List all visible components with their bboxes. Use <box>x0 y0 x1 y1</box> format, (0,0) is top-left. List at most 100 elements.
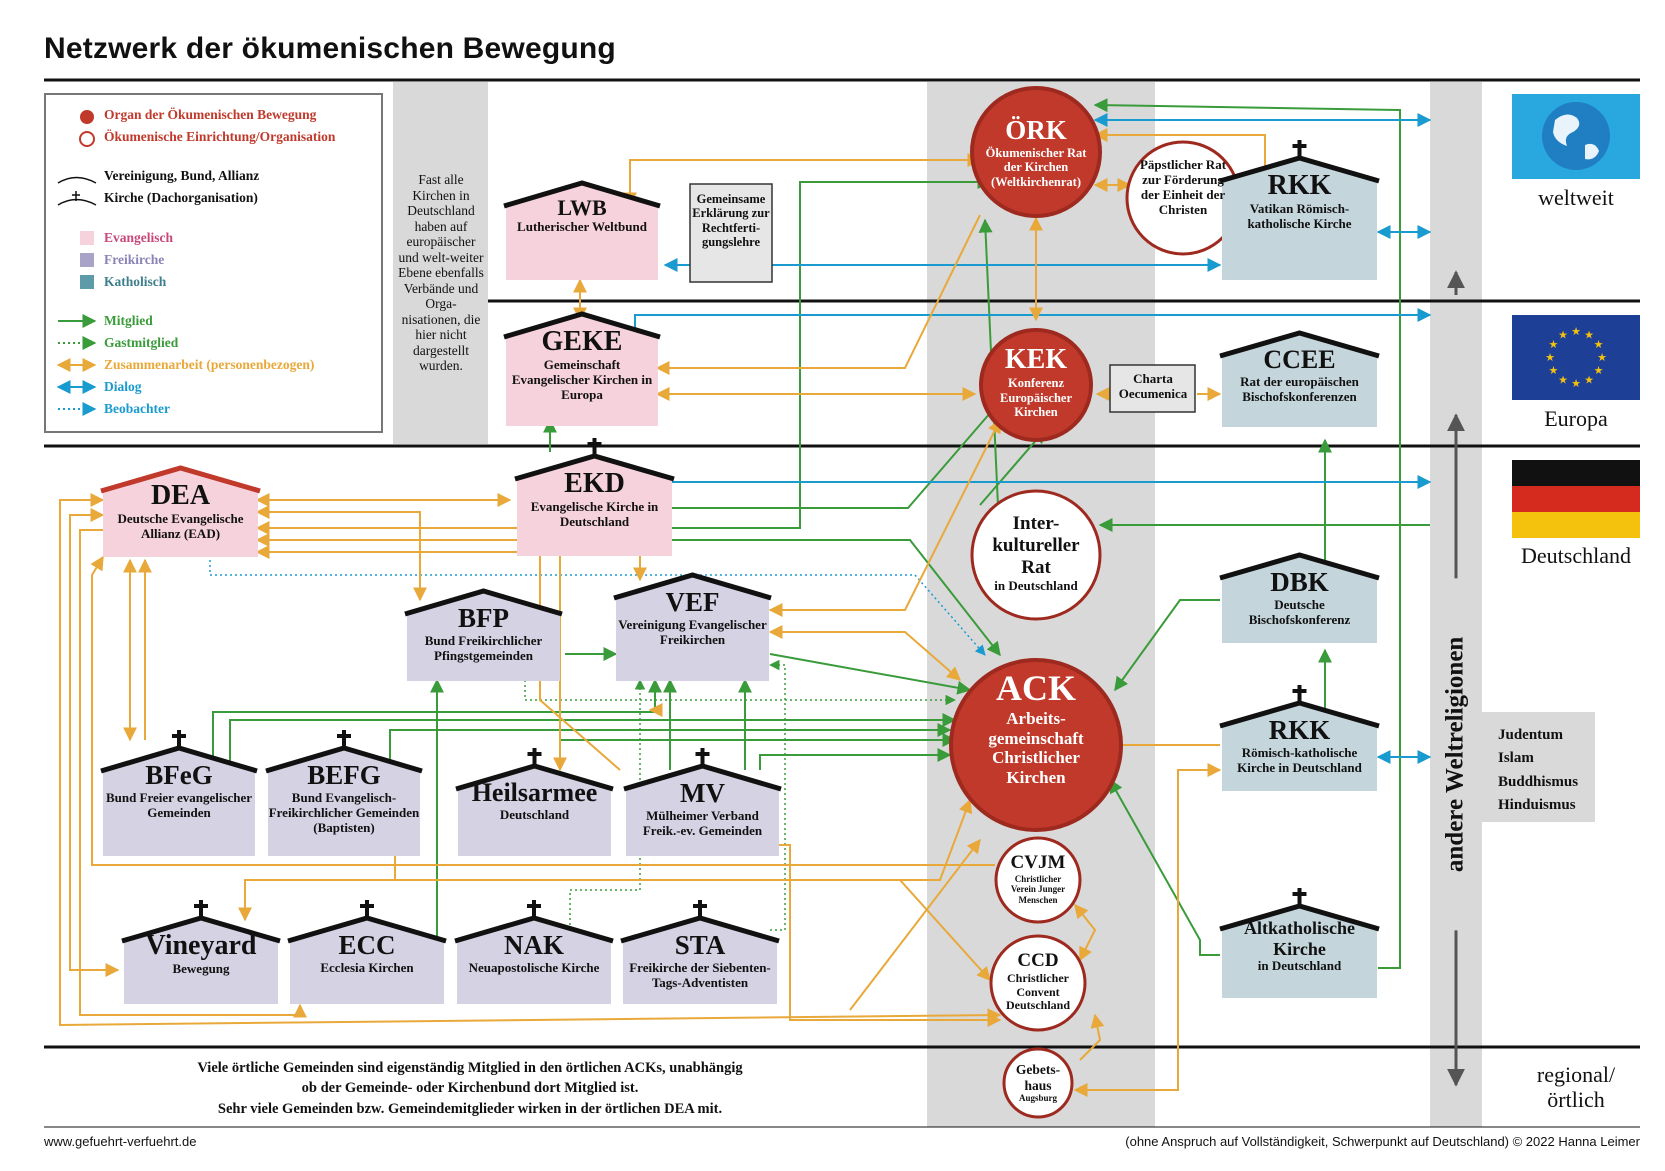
kek-label: KEK Konferenz Europäischer Kirchen <box>1000 344 1072 419</box>
star-icon: ★ <box>1571 326 1581 338</box>
vef-house[interactable] <box>616 575 769 681</box>
cross-icon <box>360 900 374 918</box>
legend-vereinigung: Vereinigung, Bund, Allianz <box>104 168 260 183</box>
sta-house[interactable] <box>623 918 777 1004</box>
vef-name: Vereinigung Evangelischer Freikirchen <box>618 617 767 647</box>
ccee-roof <box>1219 330 1380 359</box>
gemeinsame-label: Gemeinsame Erklärung zur Rechtferti-gung… <box>692 192 770 250</box>
geke-name: Gemeinschaft Evangelischer Kirchen in Eu… <box>511 357 653 403</box>
geke-abbr: GEKE <box>541 326 623 357</box>
religion-item: Hinduismus <box>1498 796 1576 813</box>
level-deutschland: Deutschland <box>1521 543 1631 568</box>
gebet-circle[interactable] <box>1002 1047 1074 1119</box>
dbk-house[interactable] <box>1222 555 1377 643</box>
star-icon: ★ <box>1594 365 1604 377</box>
bfeg-house[interactable] <box>103 748 255 856</box>
cross-icon <box>695 748 710 766</box>
vineyard-house[interactable] <box>124 918 278 1004</box>
germany-flag-icon <box>1512 460 1640 538</box>
befg-house[interactable] <box>268 748 420 856</box>
kek-circle[interactable] <box>979 328 1093 442</box>
altkath-name: in Deutschland <box>1257 958 1342 974</box>
nak-house[interactable] <box>457 918 611 1004</box>
heils-house[interactable] <box>458 766 611 856</box>
globe-icon <box>1512 94 1640 179</box>
cvjm-circle[interactable] <box>994 836 1082 924</box>
star-icon: ★ <box>1549 339 1559 351</box>
ekd-house[interactable] <box>517 456 672 556</box>
oerk-label: ÖRK Ökumenischer Rat der Kirchen (Weltki… <box>985 115 1087 189</box>
ccee-house[interactable] <box>1222 333 1377 427</box>
geke-house[interactable] <box>506 314 658 426</box>
rkk_de-abbr: RKK <box>1268 715 1331 745</box>
level-regional: regional/ örtlich <box>1536 1062 1616 1113</box>
eu-flag-icon: ★★★★★★★★★★★★ <box>1512 315 1640 400</box>
religion-item: Buddhismus <box>1498 773 1579 790</box>
religions-box <box>1482 712 1595 822</box>
dea-roof <box>100 465 261 494</box>
oerk-circle[interactable] <box>970 86 1102 218</box>
legend-beobachter: Beobachter <box>104 401 170 416</box>
mv-house[interactable] <box>626 766 779 856</box>
befg-name: Bund Evangelisch-Freikirchlicher Gemeind… <box>268 790 420 835</box>
vef-abbr: VEF <box>665 587 720 617</box>
star-icon: ★ <box>1584 375 1594 387</box>
rkk_de-house[interactable] <box>1222 703 1377 791</box>
bfp-house[interactable] <box>407 591 560 681</box>
heils-name: Deutschland <box>499 806 570 822</box>
legend-einrichtung: Ökumenische Einrichtung/Organisation <box>104 129 336 144</box>
dbk-name: Deutsche Bischofskonferenz <box>1248 597 1351 627</box>
bfeg-abbr: BFeG <box>145 760 213 790</box>
sta-name: Freikirche der Siebenten-Tags-Adventiste… <box>629 960 771 990</box>
legend-kirche: Kirche (Dachorganisation) <box>104 190 258 205</box>
legend-zusammenarbeit: Zusammenarbeit (personenbezogen) <box>104 357 315 372</box>
gemeinsame-box[interactable] <box>689 183 773 283</box>
dea-name: Deutsche Evangelische Allianz (EAD) <box>117 511 244 542</box>
source-url[interactable]: www.gefuehrt-verfuehrt.de <box>44 1134 197 1149</box>
legend-gastmitglied: Gastmitglied <box>104 335 179 350</box>
ccd-circle[interactable] <box>989 934 1087 1032</box>
ecc-house[interactable] <box>290 918 444 1004</box>
ekd-name: Evangelische Kirche in Deutschland <box>530 499 659 530</box>
cross-icon <box>527 900 541 918</box>
cross-icon <box>1292 888 1307 906</box>
sta-abbr: STA <box>674 930 726 960</box>
footer-note: Viele örtliche Gemeinden sind eigenständ… <box>197 1060 743 1117</box>
ikr-label: Inter-kultureller Rat in Deutschland <box>992 513 1080 593</box>
charta-box[interactable] <box>1109 364 1196 413</box>
level-europa: Europa <box>1544 406 1608 431</box>
legend-katholisch: Katholisch <box>104 274 167 289</box>
rkk_vat-house[interactable] <box>1222 158 1377 280</box>
star-icon: ★ <box>1549 365 1559 377</box>
dea-house[interactable] <box>103 468 258 557</box>
cvjm-label: CVJM Christlicher Verein Junger Menschen <box>1010 852 1066 905</box>
rkk_vat-name: Vatikan Römisch-katholische Kirche <box>1247 201 1352 232</box>
nak-name: Neuapostolische Kirche <box>468 960 600 976</box>
star-icon: ★ <box>1571 378 1581 390</box>
bfp-roof <box>404 588 563 617</box>
ack-label: ACK Arbeits-gemeinschaft Christlicher Ki… <box>988 668 1084 788</box>
religion-item: Judentum <box>1498 727 1564 743</box>
religion-item: Islam <box>1498 750 1534 767</box>
ikr-circle[interactable] <box>970 489 1102 621</box>
ack-circle[interactable] <box>949 658 1123 832</box>
befg-abbr: BEFG <box>307 760 381 790</box>
bfp-name: Bund Freikirchlicher Pfingstgemeinden <box>424 633 543 663</box>
lwb-house[interactable] <box>506 183 658 280</box>
legend-dialog: Dialog <box>104 379 142 394</box>
gebet-label: Gebets-haus Augsburg <box>1015 1062 1061 1104</box>
lwb-name: Lutherischer Weltbund <box>517 219 647 235</box>
altkath-house[interactable] <box>1222 906 1377 998</box>
